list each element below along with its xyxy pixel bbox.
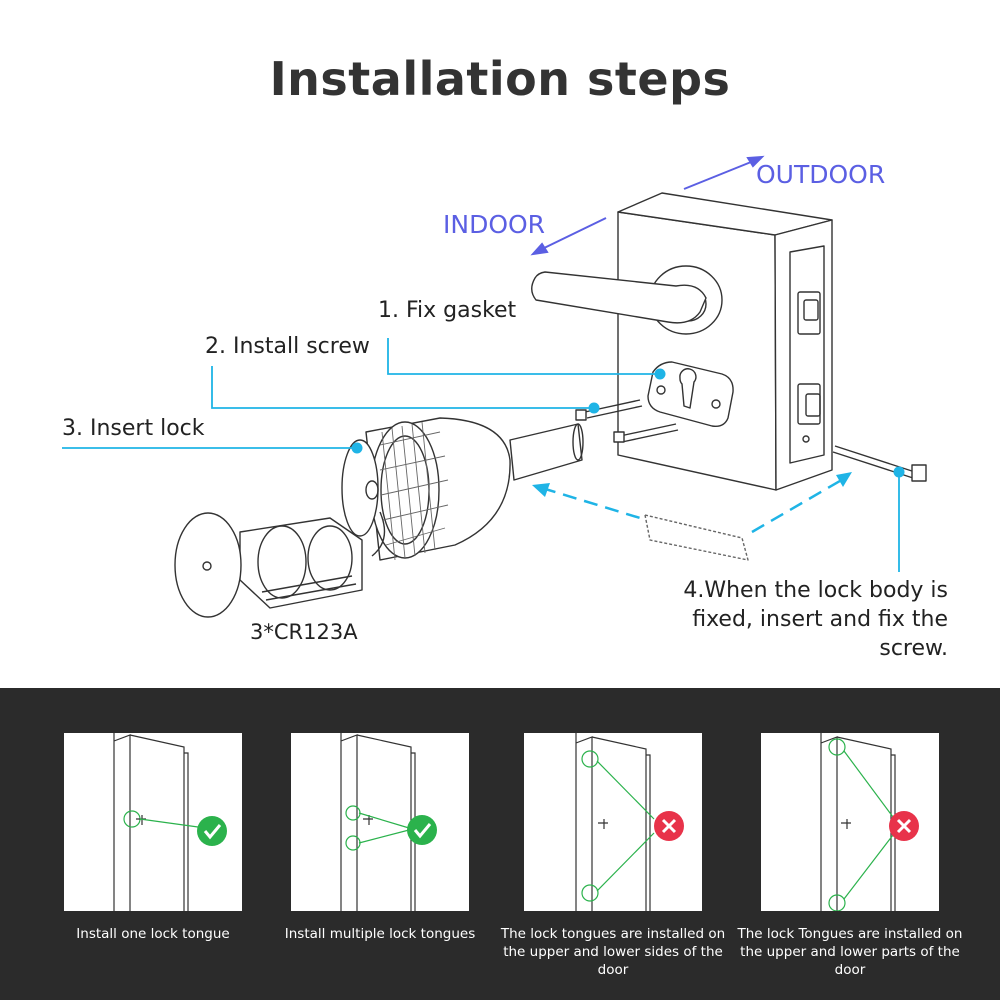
step4-label: 4.When the lock body is fixed, insert an… (618, 576, 948, 663)
check-icon (407, 815, 437, 845)
step4-line: 4.When the lock body is (683, 578, 948, 603)
screw-lower (619, 423, 679, 443)
back-cover (174, 512, 242, 618)
callout-line-step2 (211, 366, 594, 409)
page-title: Installation steps (269, 52, 731, 106)
outdoor-arrow (683, 159, 757, 190)
step2-label: 2. Install screw (205, 334, 370, 359)
door-handle (531, 271, 707, 324)
callout-dot-step2 (588, 402, 600, 414)
lock-installation-illustration (62, 155, 927, 618)
callout-dot-step3 (351, 442, 363, 454)
callout-line-step1 (387, 338, 660, 375)
step4-line: fixed, insert and fix the (692, 607, 948, 632)
dashed-lock-outline (644, 514, 749, 561)
step4-line: screw. (879, 636, 948, 661)
indoor-label: INDOOR (443, 210, 546, 239)
caption-one-tongue: Install one lock tongue (76, 926, 230, 942)
indoor-arrow (539, 217, 607, 251)
step3-label: 3. Insert lock (62, 416, 205, 441)
caption-upper-lower-sides: The lock tongues are installed on the up… (500, 926, 726, 978)
caption-upper-lower-parts: The lock Tongues are installed on the up… (737, 926, 963, 978)
battery-label: 3*CR123A (250, 620, 358, 644)
gasket (647, 361, 734, 428)
check-icon (197, 816, 227, 846)
indoor-arrow-head (530, 242, 549, 256)
door-example-multiple-tongues (291, 733, 469, 911)
caption-multiple-tongues: Install multiple lock tongues (284, 926, 476, 942)
outdoor-arrow-head (746, 155, 765, 168)
insertion-arrow-head (532, 483, 550, 497)
outdoor-label: OUTDOOR (756, 160, 886, 189)
door-example-one-tongue (64, 733, 242, 911)
lock-cylinder (509, 423, 583, 481)
door-example-upper-lower-sides (524, 733, 702, 911)
insertion-path-right (751, 476, 846, 534)
step1-label: 1. Fix gasket (378, 298, 517, 323)
door-example-upper-lower-parts (761, 733, 939, 911)
callout-dot-step4 (893, 466, 905, 478)
callout-dot-step1 (654, 368, 666, 380)
cross-icon (889, 811, 919, 841)
door-block-front (617, 211, 777, 491)
door-block-side (774, 219, 833, 491)
cross-icon (654, 811, 684, 841)
insertion-path-left (541, 486, 641, 520)
